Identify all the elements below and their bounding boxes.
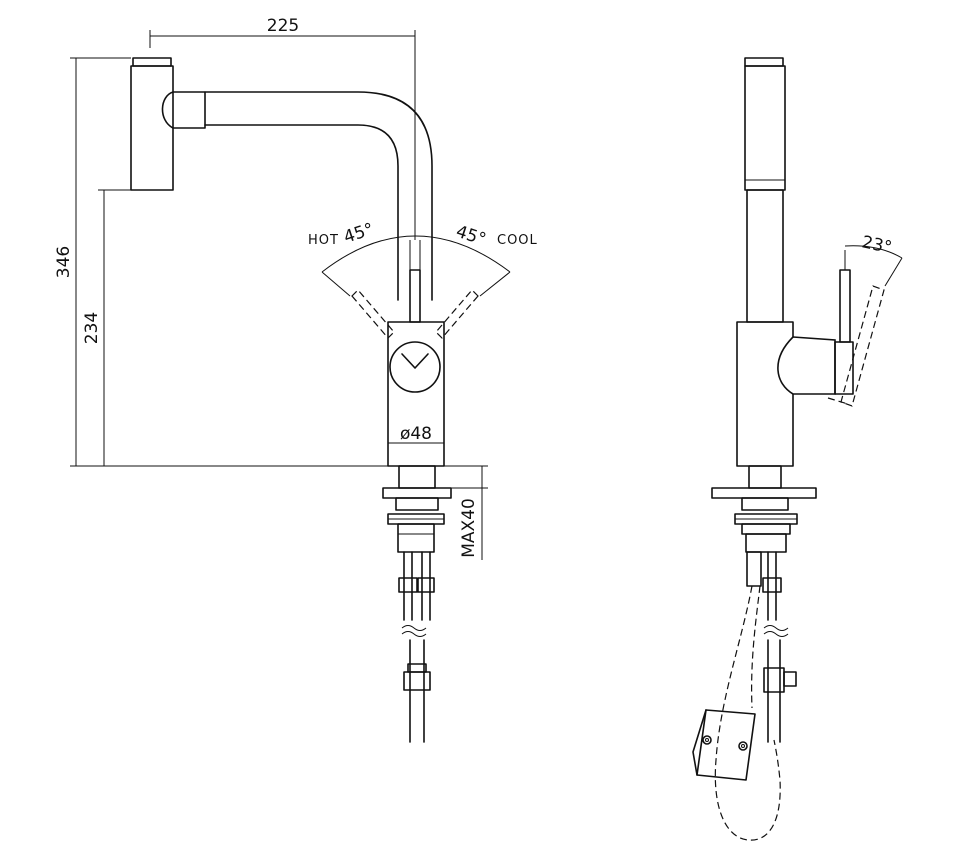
hose-weight xyxy=(692,709,756,781)
dim-spout-height: 234 xyxy=(82,312,102,344)
dim-max-deck: MAX40 xyxy=(459,498,479,558)
side-hoses xyxy=(762,551,797,743)
label-cool: COOL xyxy=(497,233,538,248)
side-lever-tilt xyxy=(827,285,885,407)
front-handle xyxy=(409,240,421,323)
label-hot-angle: 45° xyxy=(341,219,376,247)
front-view: 225 346 234 ø48 MAX40 HOT 45° 45° COOL xyxy=(54,16,538,743)
side-spout xyxy=(744,57,786,323)
dim-reach: 225 xyxy=(267,16,299,36)
dim-body-diameter: ø48 xyxy=(400,424,432,444)
front-mounting xyxy=(382,465,452,553)
label-cool-angle: 45° xyxy=(453,222,488,250)
front-dimension-lines xyxy=(70,30,488,560)
side-lever xyxy=(839,269,851,343)
front-hoses xyxy=(398,551,435,743)
side-angle-arc xyxy=(844,245,903,287)
handle-rotation-positions xyxy=(351,289,479,339)
dim-side-angle: 23° xyxy=(860,232,894,258)
front-spout xyxy=(204,91,433,301)
dim-total-height: 346 xyxy=(54,246,74,278)
front-body xyxy=(387,321,445,467)
side-mounting xyxy=(711,465,817,587)
side-view: 23° xyxy=(692,57,903,841)
pullout-hose-loop xyxy=(714,585,781,841)
rotation-arc xyxy=(321,235,511,297)
label-hot: HOT xyxy=(308,233,339,248)
front-spray-head xyxy=(130,57,206,191)
side-body xyxy=(736,321,854,467)
